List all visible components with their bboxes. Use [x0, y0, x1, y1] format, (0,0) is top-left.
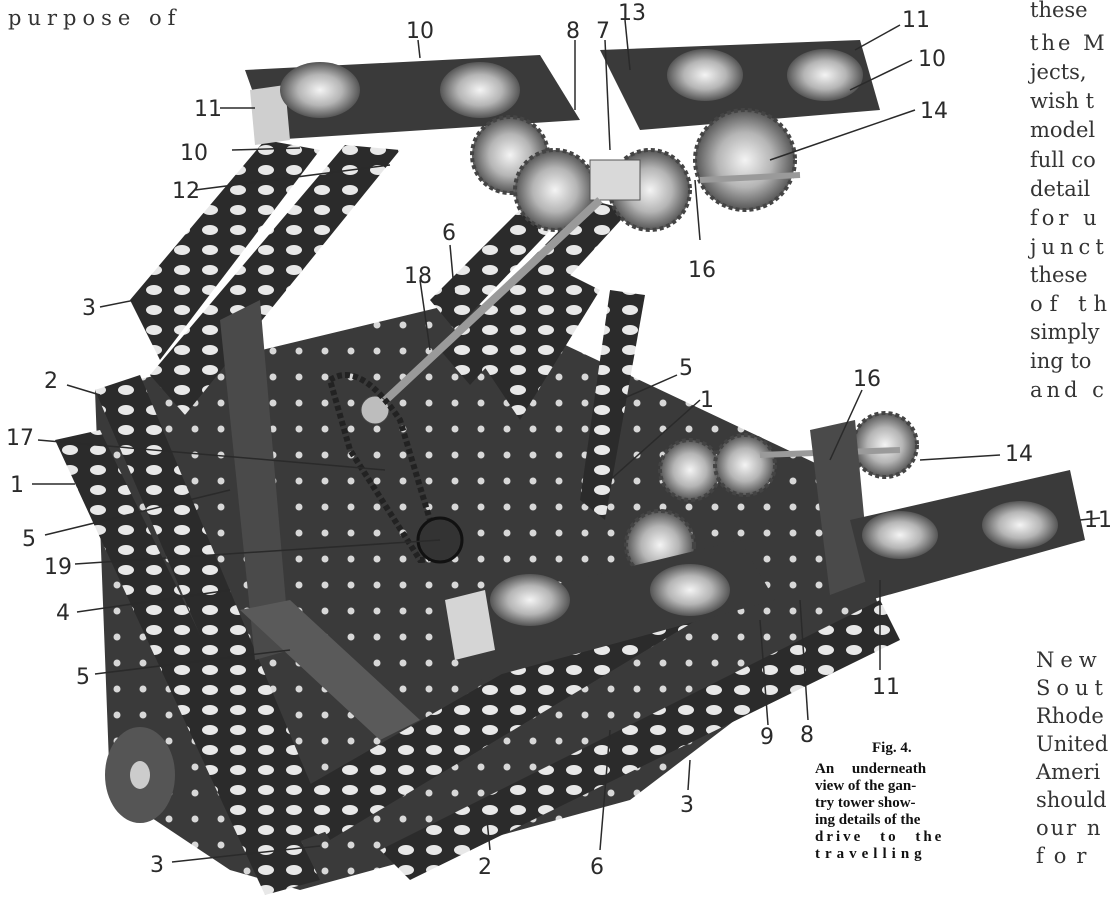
callout-label: 3	[680, 793, 694, 818]
callout-label: 11	[902, 8, 930, 33]
body-text-line: model	[1030, 118, 1096, 142]
callout-label: 8	[566, 19, 580, 44]
body-text-line: ing to	[1030, 349, 1092, 373]
callout-label: 19	[44, 555, 72, 580]
part-callouts: 10 8 7 13 11 10 14 11 10 12 6 16 18 3 2 …	[6, 1, 1112, 880]
callout-label: 11	[194, 97, 222, 122]
callout-label: 5	[679, 356, 693, 381]
flanged-wheel	[105, 727, 175, 823]
body-text-line: simply	[1030, 320, 1100, 344]
caption-line: drive to the	[815, 829, 945, 845]
callout-label: 17	[6, 426, 34, 451]
body-text-line: for	[1036, 844, 1097, 868]
body-text-line: junct	[1030, 235, 1109, 259]
callout-label: 5	[76, 665, 90, 690]
body-text-line: jects,	[1030, 60, 1087, 84]
figure-label: Fig. 4.	[872, 740, 912, 756]
body-text-line: and c	[1030, 378, 1108, 402]
callout-label: 10	[406, 19, 434, 44]
body-text-line: Sout	[1036, 676, 1109, 700]
caption-line: An underneath	[815, 761, 927, 777]
callout-label: 6	[442, 221, 456, 246]
callout-label: 7	[596, 19, 610, 44]
callout-label: 11	[1084, 508, 1112, 533]
callout-label: 3	[150, 853, 164, 878]
body-text-line: our n	[1036, 816, 1103, 840]
body-text-line: of th	[1030, 292, 1115, 316]
caption-line: travelling	[815, 846, 927, 862]
body-text-fragment: purpose of	[8, 6, 182, 30]
callout-label: 6	[590, 855, 604, 880]
callout-label: 8	[800, 723, 814, 748]
body-text-line: United	[1036, 732, 1109, 756]
callout-label: 16	[688, 258, 716, 283]
callout-label: 12	[172, 179, 200, 204]
callout-label: 18	[404, 264, 432, 289]
body-text-line: detail	[1030, 177, 1091, 201]
callout-label: 9	[760, 725, 774, 750]
caption-line: try tower show-	[815, 795, 916, 811]
body-text-line: these	[1030, 0, 1088, 22]
body-text-line: for u	[1030, 206, 1101, 230]
callout-label: 10	[918, 47, 946, 72]
body-text-line: these	[1030, 263, 1088, 287]
leader-lines	[32, 19, 1101, 863]
callout-label: 10	[180, 141, 208, 166]
body-text-line: Ameri	[1036, 760, 1101, 784]
body-text-line: wish t	[1030, 89, 1095, 113]
callout-label: 11	[872, 675, 900, 700]
callout-label: 1	[700, 388, 714, 413]
callout-label: 16	[853, 367, 881, 392]
callout-label: 1	[10, 473, 24, 498]
travelling-unit	[445, 420, 1085, 680]
callout-label: 2	[478, 855, 492, 880]
body-text-line: should	[1036, 788, 1107, 812]
callout-label: 3	[82, 296, 96, 321]
body-text-line: New	[1036, 648, 1103, 672]
diagonal-braces	[220, 300, 420, 740]
callout-label: 5	[22, 527, 36, 552]
caption-line: ing details of the	[815, 812, 921, 828]
top-pulleys	[280, 49, 863, 118]
callout-label: 4	[56, 601, 70, 626]
body-text-line: the M	[1030, 31, 1108, 55]
bevel-gears	[470, 108, 919, 581]
caption-line: view of the gan-	[815, 778, 917, 794]
callout-label: 14	[920, 99, 948, 124]
callout-label: 2	[44, 369, 58, 394]
callout-label: 13	[618, 1, 646, 26]
body-text-line: Rhode	[1036, 704, 1104, 728]
callout-label: 14	[1005, 442, 1033, 467]
body-text-line: full co	[1030, 148, 1096, 172]
